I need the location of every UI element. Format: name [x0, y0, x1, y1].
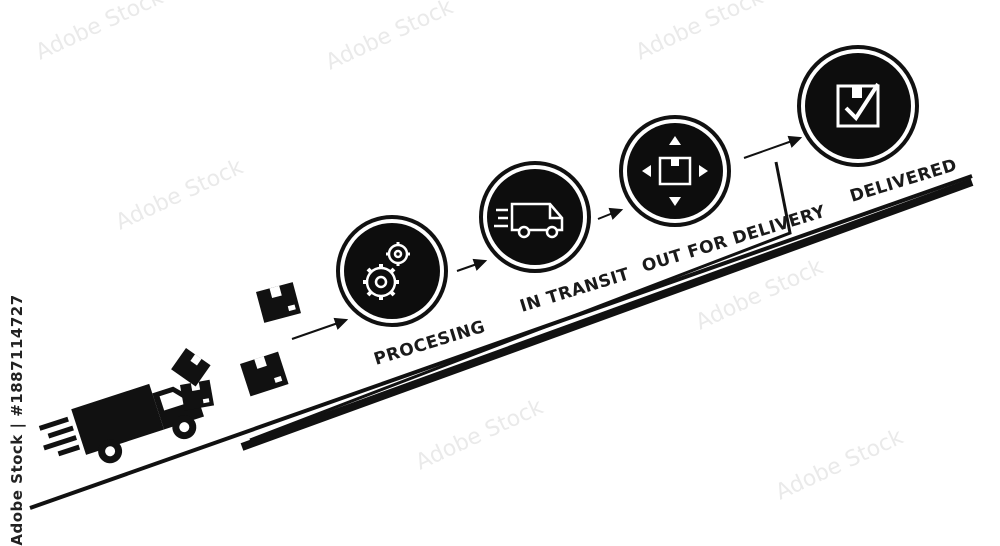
step-in-transit: IN TRANSIT [479, 161, 632, 317]
arrow-to-transit [456, 263, 478, 272]
arrow-to-processing [291, 322, 339, 340]
svg-text:Adobe Stock: Adobe Stock [322, 0, 457, 75]
svg-text:Adobe Stock: Adobe Stock [772, 425, 907, 506]
parcel-box-icon [256, 282, 301, 323]
arrow-to-delivered [743, 140, 793, 159]
parcel-box-icon [240, 351, 289, 397]
arrow-head-icon [333, 317, 349, 330]
arrow-head-icon [608, 207, 624, 220]
guide-line [249, 161, 792, 442]
gears-icon [363, 242, 410, 300]
step-processing: PROCESING [336, 215, 488, 370]
stock-id-label: Adobe Stock | #1887114727 [2, 294, 32, 545]
step-delivered: DELIVERED [797, 45, 960, 207]
svg-text:Adobe Stock: Adobe Stock [412, 395, 547, 476]
arrow-to-out-for-delivery [597, 212, 614, 220]
box-arrows-icon [642, 136, 708, 206]
svg-text:Adobe Stock: Adobe Stock [32, 0, 167, 65]
svg-text:Adobe Stock: Adobe Stock [112, 155, 247, 236]
delivery-van-icon [494, 202, 564, 239]
flow-arrows [291, 135, 803, 340]
arrow-head-icon [787, 135, 803, 148]
road-line-main [29, 174, 973, 510]
arrow-head-icon [472, 258, 488, 271]
svg-text:Adobe Stock: Adobe Stock [632, 0, 767, 65]
stock-id-text: Adobe Stock | #1887114727 [8, 294, 26, 546]
road-line-lower [240, 178, 974, 451]
parcel-box-icon [171, 348, 211, 387]
checked-clipboard-icon [836, 82, 880, 128]
